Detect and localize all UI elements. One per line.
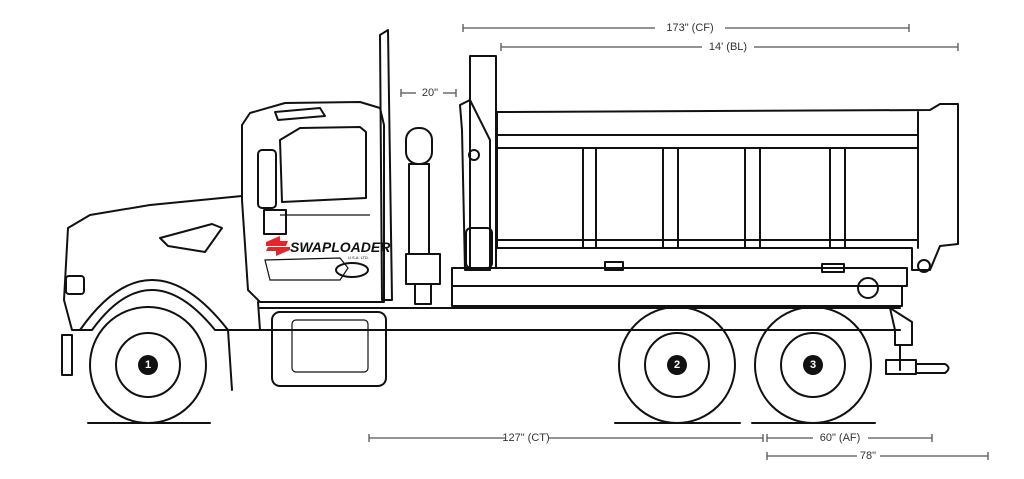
dimension-label-rear: 78" — [860, 450, 876, 462]
logo-text: SWAPLOADER — [290, 239, 391, 255]
body-ribs — [582, 147, 846, 249]
dimension-cf: 173" (CF) — [462, 22, 910, 34]
dimension-label-af: 60" (AF) — [820, 432, 861, 444]
cab — [241, 101, 385, 303]
hoist-arm — [459, 55, 497, 271]
rear-wheel-2: 3 — [754, 306, 872, 424]
dimension-label-stack: 20" — [422, 87, 438, 99]
axle-number-2: 2 — [674, 359, 680, 371]
chassis-frame — [451, 261, 950, 375]
logo-subtext: U.S.A. LTD. — [348, 255, 369, 260]
hood — [61, 195, 901, 391]
dimension-stack: 20" — [400, 87, 457, 99]
dimension-label-bl: 14' (BL) — [709, 41, 747, 53]
dimension-rear: 78" — [766, 450, 989, 462]
axle-number-1: 1 — [145, 359, 151, 371]
exhaust-stack — [379, 29, 441, 305]
fuel-tank — [271, 311, 387, 387]
dimension-bl: 14' (BL) — [500, 41, 959, 53]
dimension-af: 60" (AF) — [766, 432, 933, 444]
rear-wheel-1: 2 — [618, 306, 736, 424]
dimension-label-ct: 127" (CT) — [502, 432, 549, 444]
dimension-label-cf: 173" (CF) — [666, 22, 713, 34]
front-wheel: 1 — [89, 306, 207, 424]
axle-number-3: 3 — [810, 359, 816, 371]
dump-body — [496, 103, 959, 273]
swaploader-logo: SWAPLOADER U.S.A. LTD. — [266, 236, 391, 260]
dimension-ct: 127" (CT) — [368, 432, 764, 444]
